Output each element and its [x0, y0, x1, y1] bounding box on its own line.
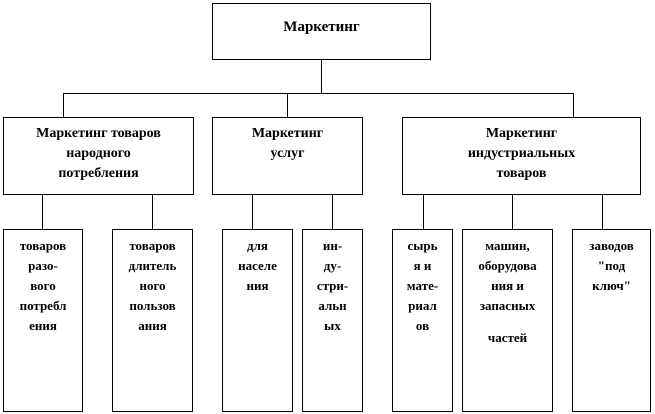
node-label: потребления [58, 166, 139, 181]
leaf-label: машин, [485, 238, 530, 253]
leaf-label: ых [324, 318, 341, 333]
leaf-label: запасных [479, 298, 536, 313]
connector [423, 194, 424, 229]
node-label: народного [66, 146, 131, 161]
leaf-label: заводов [589, 238, 634, 253]
node-consumer-goods-marketing: Маркетинг товаров народного потребления [3, 117, 194, 195]
connector [573, 93, 574, 117]
leaf-label: стри- [316, 278, 349, 293]
connector [42, 194, 43, 229]
leaf-label: разо- [28, 258, 58, 273]
connector [321, 59, 322, 93]
connector [152, 194, 153, 229]
leaf-label: ния [246, 278, 269, 293]
leaf-label: ения [29, 318, 57, 333]
node-label: Маркетинг [251, 126, 324, 141]
leaf-label: ного [139, 278, 166, 293]
leaf-for-population: для населе ния [222, 229, 293, 412]
leaf-label: ния и [491, 278, 524, 293]
leaf-label: альн [318, 298, 347, 313]
leaf-raw-materials: сырь я и мате- риал ов [392, 229, 453, 412]
node-label: индустриальных [467, 146, 576, 161]
node-services-marketing: Маркетинг услуг [212, 117, 363, 195]
leaf-turnkey-plants: заводов "под ключ" [572, 229, 651, 412]
connector [287, 93, 288, 117]
leaf-label: риал [408, 298, 437, 313]
node-label: услуг [270, 146, 305, 161]
leaf-label: ов [415, 318, 430, 333]
leaf-label: длитель [128, 258, 177, 273]
leaf-machinery-equipment: машин, оборудова ния и запасных частей [462, 229, 553, 412]
connector [63, 93, 64, 117]
leaf-label: населе [238, 258, 277, 273]
leaf-label: оборудова [478, 258, 537, 273]
leaf-label: сырь [407, 238, 438, 253]
leaf-label: ду- [323, 258, 342, 273]
leaf-label: частей [487, 330, 528, 345]
connector [252, 194, 253, 229]
leaf-label: мате- [406, 278, 439, 293]
node-label: Маркетинг [485, 126, 558, 141]
node-label: товаров [496, 166, 547, 181]
leaf-label: потребл [19, 298, 67, 313]
connector [332, 194, 333, 229]
leaf-label: для [247, 238, 268, 253]
leaf-label: товаров [129, 238, 176, 253]
connector [512, 194, 513, 229]
leaf-label: ин- [322, 238, 343, 253]
root-node-marketing: Маркетинг [212, 3, 431, 60]
leaf-label: товаров [19, 238, 67, 253]
root-label: Маркетинг [283, 19, 360, 35]
leaf-single-use-goods: товаров разо- вого потребл ения [3, 229, 83, 412]
node-label: Маркетинг товаров [36, 126, 161, 141]
leaf-durable-goods: товаров длитель ного пользов ания [112, 229, 193, 412]
leaf-label: пользов [129, 298, 176, 313]
leaf-label: ания [138, 318, 167, 333]
leaf-label: вого [30, 278, 56, 293]
leaf-label: ключ" [592, 278, 631, 293]
leaf-industrial-services: ин- ду- стри- альн ых [302, 229, 363, 412]
connector [602, 194, 603, 229]
leaf-label: "под [597, 258, 626, 273]
connector [63, 93, 574, 94]
leaf-label: я и [413, 258, 432, 273]
node-industrial-goods-marketing: Маркетинг индустриальных товаров [402, 117, 641, 195]
